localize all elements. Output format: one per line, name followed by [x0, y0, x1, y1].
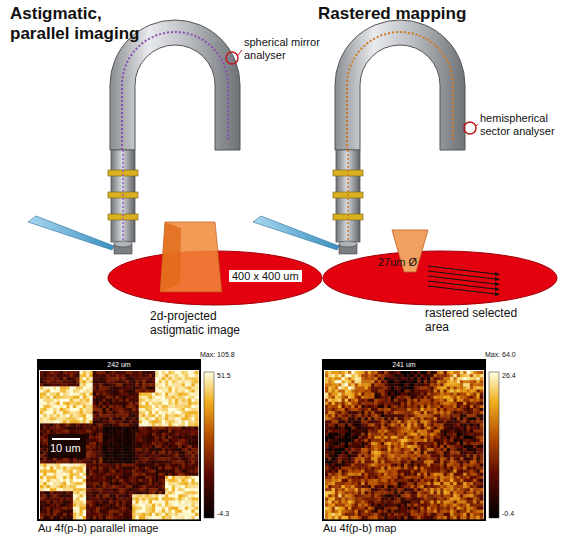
parallel-image-map: [40, 371, 198, 519]
map-width: 241 um: [323, 361, 485, 369]
panel-title: Rastered mapping: [318, 4, 466, 24]
scale-min: -4.3: [217, 510, 229, 518]
ellipse-shape: [322, 250, 558, 306]
max-value: Max: 64.0: [485, 351, 516, 359]
max-value: Max: 105.8: [200, 351, 235, 359]
scale-bar: [48, 434, 86, 458]
area-size-label: 400 x 400 um: [229, 270, 302, 282]
hemispherical-sector-analyser: [253, 20, 478, 254]
panel-title: Astigmatic, parallel imaging: [10, 4, 155, 43]
scale-min: -0.4: [502, 510, 514, 518]
raster-map: [325, 371, 483, 519]
scale-max: 26.4: [502, 372, 516, 380]
map-width: 242 um: [38, 361, 200, 369]
sample-area-ellipse: 400 x 400 um: [107, 250, 323, 306]
map-caption: Au 4f(p-b) map: [323, 522, 396, 535]
callout-label: hemispherical sector analyser: [480, 112, 580, 137]
map-frames: [38, 360, 499, 520]
scale-max: 51.5: [217, 372, 231, 380]
callout-label: spherical mirror analyser: [244, 36, 324, 61]
area-caption: 2d-projected astigmatic image: [150, 310, 260, 338]
area-size-label: 27um Ø: [378, 256, 417, 268]
sample-area-ellipse: 27um Ø: [322, 250, 558, 306]
scale-bar-label: 10 um: [50, 442, 81, 455]
map-caption: Au 4f(p-b) parallel image: [38, 522, 158, 535]
spherical-mirror-analyser: [28, 20, 242, 254]
area-caption: rastered selected area: [425, 307, 525, 335]
